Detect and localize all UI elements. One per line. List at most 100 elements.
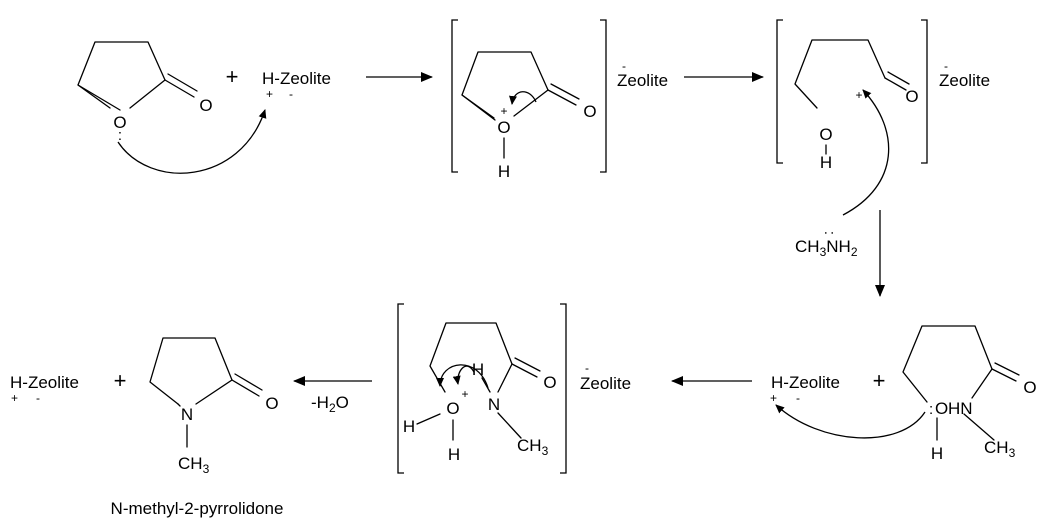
amide-nch3-bond bbox=[963, 413, 995, 441]
bracket-right-3 bbox=[921, 19, 928, 164]
protonated-ring-oxygen-bonds bbox=[461, 89, 549, 119]
h-zeolite-label-1: H-Zeolite bbox=[262, 69, 331, 88]
bracket-left-2 bbox=[451, 19, 458, 173]
plus-sign-2: + bbox=[873, 368, 886, 393]
h-zeolite-reagent-2: H-Zeolite + - bbox=[770, 373, 840, 405]
h-zeolite-3-plus: + bbox=[11, 391, 18, 405]
gbl-lone-pair: : bbox=[118, 127, 122, 144]
protonated-carbonyl-bond bbox=[547, 83, 580, 106]
oxonium-nch3-bond bbox=[497, 412, 522, 439]
h-zeolite-2-minus: - bbox=[796, 391, 800, 405]
zeolite-3-minus: - bbox=[585, 361, 589, 375]
amide-methyl-ch: CH bbox=[984, 438, 1009, 457]
amide-alcohol-intermediate: O : O HN H CH3 bbox=[902, 325, 1037, 463]
curved-arrow-cyclization bbox=[436, 364, 489, 389]
oxonium-carbonyl-oxygen: O bbox=[543, 373, 556, 392]
amide-methyl: CH3 bbox=[984, 438, 1016, 460]
amine-lone-pair: : bbox=[821, 231, 838, 235]
gbl-ring-oxygen: O bbox=[113, 113, 126, 132]
curved-arrow-oh-protonation bbox=[775, 404, 926, 439]
oxonium-cn-bond bbox=[497, 363, 513, 393]
oxonium-carbonyl-bond bbox=[511, 357, 541, 378]
oxonium-plus: + bbox=[500, 104, 507, 118]
acylium-carbonyl-oxygen: O bbox=[905, 87, 918, 106]
acylium-chain-bonds bbox=[794, 39, 886, 109]
h-zeolite-label-3: H-Zeolite bbox=[10, 373, 79, 392]
dehydration-label: -H2O bbox=[311, 393, 349, 415]
zeolite-2-minus: - bbox=[944, 59, 948, 73]
nmp-carbonyl-bond bbox=[231, 373, 263, 397]
amide-carbonyl-oxygen: O bbox=[1023, 378, 1036, 397]
zeolite-1-minus: - bbox=[622, 59, 626, 73]
oxonium-methyl: CH3 bbox=[517, 436, 549, 458]
bracket-left-5 bbox=[397, 303, 404, 474]
nmp-methyl-ch: CH bbox=[178, 454, 203, 473]
acylium-intermediate: O H O + bbox=[776, 19, 928, 172]
bracket-right-2 bbox=[600, 19, 607, 173]
product-name-caption: N-methyl-2-pyrrolidone bbox=[111, 499, 284, 518]
nmp-ring-bonds bbox=[149, 337, 233, 405]
amide-chain-bonds bbox=[902, 325, 993, 403]
amide-carbonyl-bond bbox=[991, 362, 1020, 382]
oxonium-methyl-ch: CH bbox=[517, 436, 542, 455]
plus-sign-1: + bbox=[226, 64, 239, 89]
water-minus-h: -H bbox=[311, 393, 329, 412]
oxonium-plus-5: + bbox=[461, 387, 468, 401]
protonated-lactone: O + H O bbox=[451, 19, 607, 181]
h-zeolite-regenerated: H-Zeolite + - bbox=[10, 373, 79, 405]
zeolite-anion-2: - Zeolite bbox=[939, 59, 990, 90]
oxonium-chain-bonds bbox=[429, 322, 513, 393]
h-zeolite-1-minus: - bbox=[289, 87, 293, 101]
amide-methyl-sub3: 3 bbox=[1009, 446, 1016, 460]
methylamine-formula: CH3NH2 bbox=[795, 237, 858, 259]
methylamine-sub2: 2 bbox=[851, 245, 858, 259]
h-zeolite-2-plus: + bbox=[770, 391, 777, 405]
protonated-ring-oxygen: O bbox=[497, 118, 510, 137]
nmp-ring-n-bonds bbox=[177, 379, 233, 407]
gbl-molecule: O : O bbox=[77, 41, 213, 144]
oxonium-nitrogen: N bbox=[488, 395, 500, 414]
protonated-carbonyl-oxygen: O bbox=[583, 102, 596, 121]
curved-arrow-proton-shift bbox=[452, 365, 475, 385]
oxonium-h-bottom: H bbox=[448, 445, 460, 464]
amide-hydroxyl-oxygen: O bbox=[935, 399, 948, 418]
oxonium-n-h-bond bbox=[481, 377, 491, 393]
acylium-hydroxyl-hydrogen: H bbox=[820, 153, 832, 172]
h-zeolite-reagent-1: H-Zeolite + - bbox=[262, 69, 331, 101]
bracket-left-3 bbox=[776, 19, 783, 164]
gbl-ring-bonds bbox=[77, 41, 166, 111]
acylium-hydroxyl-oxygen: O bbox=[819, 125, 832, 144]
gbl-carbonyl-oxygen: O bbox=[199, 96, 212, 115]
nmp-carbonyl-oxygen: O bbox=[265, 394, 278, 413]
oxonium-methyl-sub3: 3 bbox=[542, 444, 549, 458]
curved-arrow-protonation bbox=[117, 109, 267, 174]
acylium-plus: + bbox=[855, 88, 862, 102]
curved-arrow-ring-opening bbox=[509, 91, 537, 105]
water-o: O bbox=[336, 393, 349, 412]
zeolite-label-1: Zeolite bbox=[617, 71, 668, 90]
zeolite-anion-1: - Zeolite bbox=[617, 59, 668, 90]
zeolite-label-3: Zeolite bbox=[580, 374, 631, 393]
plus-sign-3: + bbox=[114, 368, 127, 393]
bracket-right-5 bbox=[560, 303, 567, 474]
amide-oxygen-lone-pair: : bbox=[929, 401, 933, 418]
oxonium-amide-intermediate: H O + H H N O CH3 bbox=[397, 303, 567, 474]
gbl-carbonyl-bond bbox=[164, 73, 198, 98]
gbl-ring-oxygen-bonds bbox=[77, 79, 166, 109]
nmp-methyl-sub3: 3 bbox=[203, 462, 210, 476]
curved-arrow-nucleophilic-attack bbox=[842, 89, 890, 216]
oxonium-oxygen: O bbox=[446, 399, 459, 418]
acylium-carbonyl-bond bbox=[884, 71, 910, 91]
methylamine-ch: CH bbox=[795, 237, 820, 256]
amide-hn: HN bbox=[948, 399, 973, 418]
methylamine-nh: NH bbox=[826, 237, 851, 256]
methylamine-sub3: 3 bbox=[820, 245, 827, 259]
zeolite-anion-3: - Zeolite bbox=[580, 361, 631, 393]
h-zeolite-label-2: H-Zeolite bbox=[771, 373, 840, 392]
water-sub2: 2 bbox=[329, 401, 336, 415]
protonated-hydrogen: H bbox=[498, 162, 510, 181]
h-zeolite-1-plus: + bbox=[266, 87, 273, 101]
h-zeolite-3-minus: - bbox=[36, 391, 40, 405]
